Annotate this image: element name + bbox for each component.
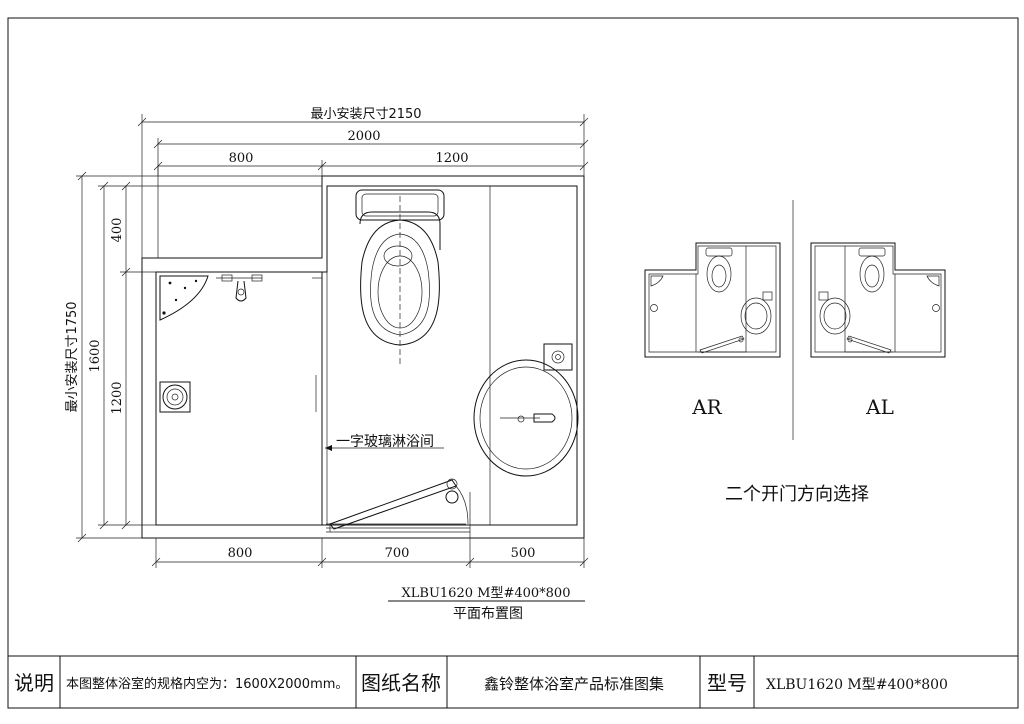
- title-note-label: 说明: [14, 671, 54, 695]
- dim-bottom-mid: 700: [385, 546, 410, 561]
- dim-width-right: 1200: [435, 151, 468, 166]
- dim-bottom-right: 500: [511, 546, 536, 561]
- variant-al-plan: [810, 242, 946, 358]
- title-note-text: 本图整体浴室的规格内空为：1600X2000mm。: [66, 676, 348, 692]
- wash-basin: [473, 359, 579, 477]
- dim-overall-width: 2000: [347, 129, 380, 144]
- label-shower-enclosure: 一字玻璃淋浴间: [336, 433, 434, 450]
- title-drawing-name-label: 图纸名称: [361, 671, 441, 695]
- label-variant-ar: AR: [691, 395, 722, 419]
- dim-width-left: 800: [229, 151, 254, 166]
- label-plan-title: 平面布置图: [453, 606, 523, 622]
- dimension-lines: [76, 114, 589, 602]
- shower-mixer: [216, 274, 263, 302]
- toilet: [355, 189, 445, 366]
- label-model-code: XLBU1620 M型#400*800: [402, 586, 571, 601]
- drawing-frame: [7, 17, 1019, 709]
- title-model-label: 型号: [707, 671, 747, 695]
- wall-outlet: [543, 343, 573, 371]
- dim-depth-main: 1200: [110, 381, 125, 414]
- floor-drain: [159, 381, 191, 413]
- label-variant-al: AL: [865, 395, 894, 419]
- dim-min-install-depth: 最小安装尺寸1750: [65, 301, 80, 412]
- dim-depth-top: 400: [110, 218, 125, 243]
- corner-shelf: [159, 275, 209, 321]
- dim-bottom-left: 800: [228, 546, 253, 561]
- label-door-options: 二个开门方向选择: [725, 484, 869, 505]
- title-drawing-name: 鑫铃整体浴室产品标准图集: [484, 675, 664, 693]
- shower-glass-door: [326, 478, 470, 533]
- dim-min-install-width: 最小安装尺寸2150: [310, 107, 421, 122]
- dim-depth-total: 1600: [88, 339, 103, 372]
- title-model-value: XLBU1620 M型#400*800: [766, 677, 948, 693]
- main-plan: [141, 175, 585, 539]
- room-outer-wall: [141, 175, 585, 539]
- variant-ar-plan: [644, 242, 781, 358]
